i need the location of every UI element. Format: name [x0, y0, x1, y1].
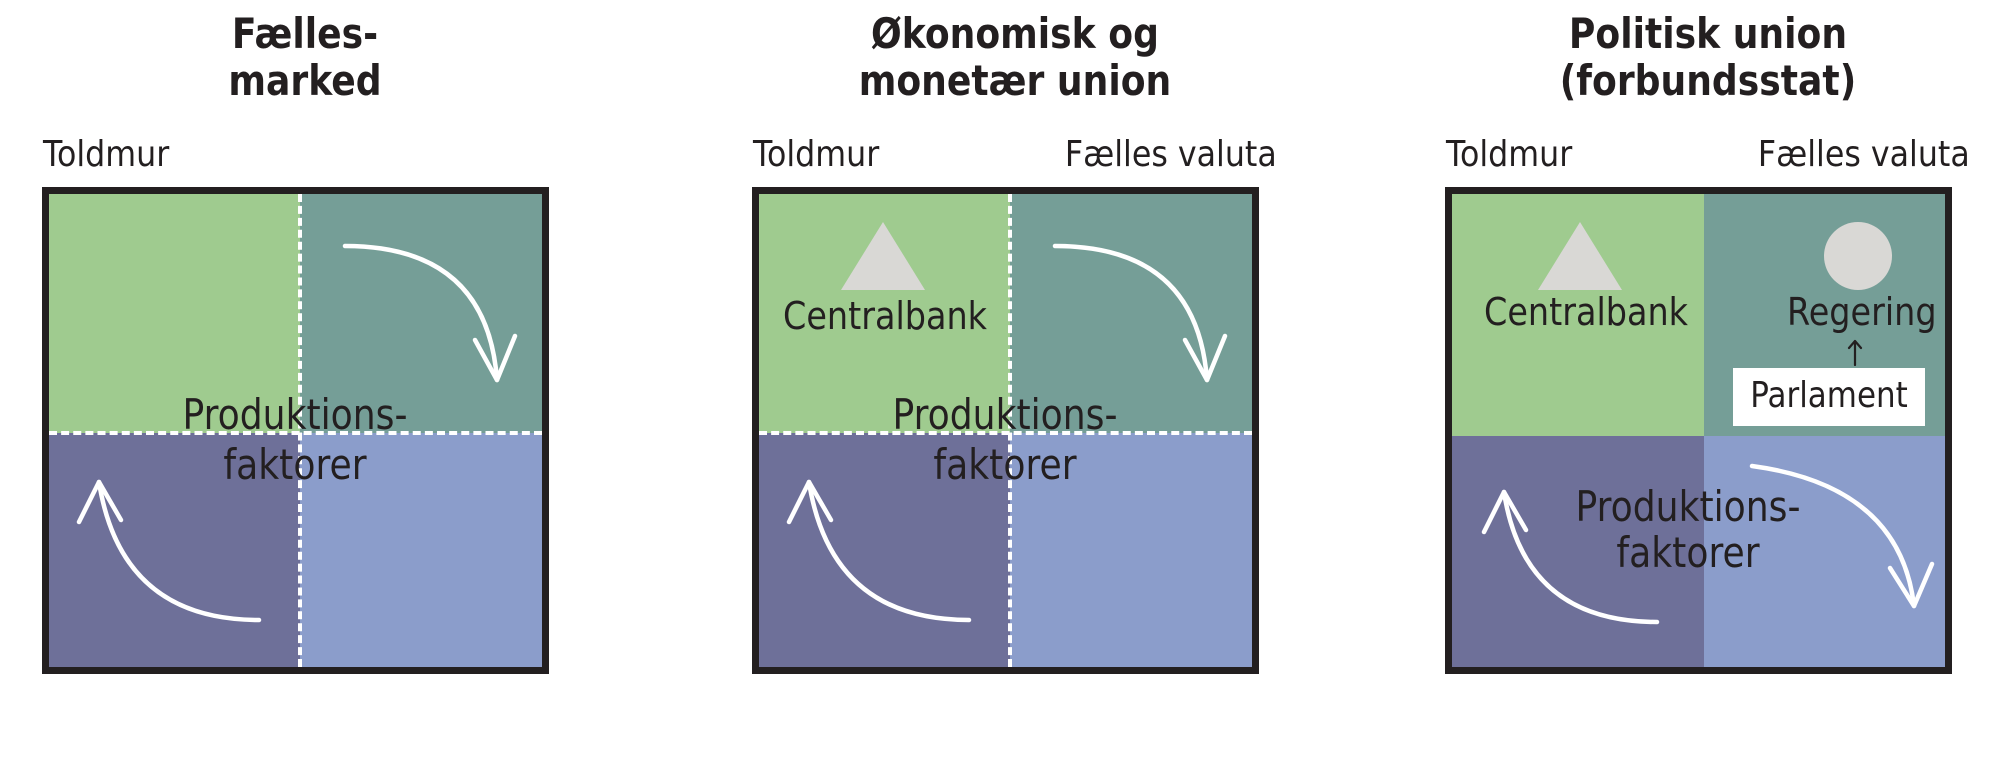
panel-title: Økonomisk og monetær union: [774, 10, 1256, 104]
common-currency-label: Fælles valuta: [1065, 134, 1277, 175]
customs-wall-label: Toldmur: [753, 134, 880, 175]
quadrant-top-right: [1010, 194, 1252, 433]
flow-arrow-bottom-left-head: [1481, 489, 1529, 535]
panel-political-union: Politisk union (forbundsstat) Toldmur Fæ…: [1428, 0, 1988, 763]
flow-arrows: [786, 243, 1228, 623]
flow-arrow-bottom-left: [1501, 489, 1660, 625]
title-line-1: Fælles-: [231, 9, 379, 58]
production-factors-label: Produktions- faktorer: [182, 390, 408, 489]
quadrant-bottom-right: [300, 433, 542, 667]
central-bank-label: Centralbank: [783, 294, 988, 338]
internal-border-vertical: [298, 194, 302, 667]
production-factors-label: Produktions- faktorer: [892, 390, 1118, 489]
customs-wall-label: Toldmur: [43, 134, 170, 175]
union-box: Centralbank Produktions- faktorer: [752, 187, 1259, 674]
flow-arrow-bottom-left-head: [76, 479, 124, 525]
quadrant-bottom-left: [49, 433, 300, 667]
flow-arrow-top-right-head: [1182, 333, 1228, 383]
common-currency-label: Fælles valuta: [1758, 134, 1970, 175]
union-box: Produktions- faktorer: [42, 187, 549, 674]
flow-arrow-top-right: [1052, 243, 1210, 383]
arrow-up-icon: [1847, 339, 1863, 366]
title-line-1: Politisk union: [1568, 9, 1848, 58]
internal-border-horizontal: [49, 431, 542, 435]
union-box: Centralbank Regering Parlament Produktio…: [1445, 187, 1952, 674]
central-bank-triangle-icon: [841, 222, 925, 290]
flow-arrow-top-right: [342, 243, 500, 383]
government-circle-icon: [1824, 222, 1892, 290]
government-label: Regering: [1787, 290, 1937, 334]
title-line-2: marked: [228, 56, 382, 105]
flow-arrow-bottom-left: [806, 479, 972, 623]
flow-arrow-bottom-left: [96, 479, 262, 623]
internal-border-horizontal: [759, 431, 1252, 435]
quadrant-top-right: [300, 194, 542, 433]
title-line-1: Økonomisk og: [871, 9, 1159, 58]
flow-arrow-top-right-head: [472, 333, 518, 383]
quadrant-bottom-right: [1704, 436, 1945, 667]
flow-arrow-bottom-right-head: [1887, 561, 1935, 609]
central-bank-label: Centralbank: [1484, 290, 1689, 334]
panel-common-market: Fælles- marked Toldmur Produktions- fakt…: [25, 0, 585, 763]
central-bank-triangle-icon: [1538, 222, 1622, 290]
customs-wall-label: Toldmur: [1446, 134, 1573, 175]
flow-arrows: [76, 243, 518, 623]
quadrant-bottom-left: [759, 433, 1010, 667]
quadrant-top-left: [49, 194, 300, 433]
flow-arrows: [1481, 463, 1935, 625]
production-factors-label: Produktions- faktorer: [1575, 482, 1801, 577]
panel-economic-monetary-union: Økonomisk og monetær union Toldmur Fælle…: [735, 0, 1295, 763]
parliament-box: Parlament: [1733, 368, 1925, 426]
quadrant-bottom-left: [1452, 436, 1704, 667]
flow-arrow-bottom-left-head: [786, 479, 834, 525]
title-line-2: (forbundsstat): [1559, 56, 1857, 105]
title-line-2: monetær union: [858, 56, 1172, 105]
parliament-label: Parlament: [1750, 375, 1908, 416]
panel-title: Politisk union (forbundsstat): [1467, 10, 1949, 104]
panel-title: Fælles- marked: [64, 10, 546, 104]
quadrant-bottom-right: [1010, 433, 1252, 667]
flow-arrow-bottom-right: [1749, 463, 1917, 609]
internal-border-vertical: [1008, 194, 1012, 667]
